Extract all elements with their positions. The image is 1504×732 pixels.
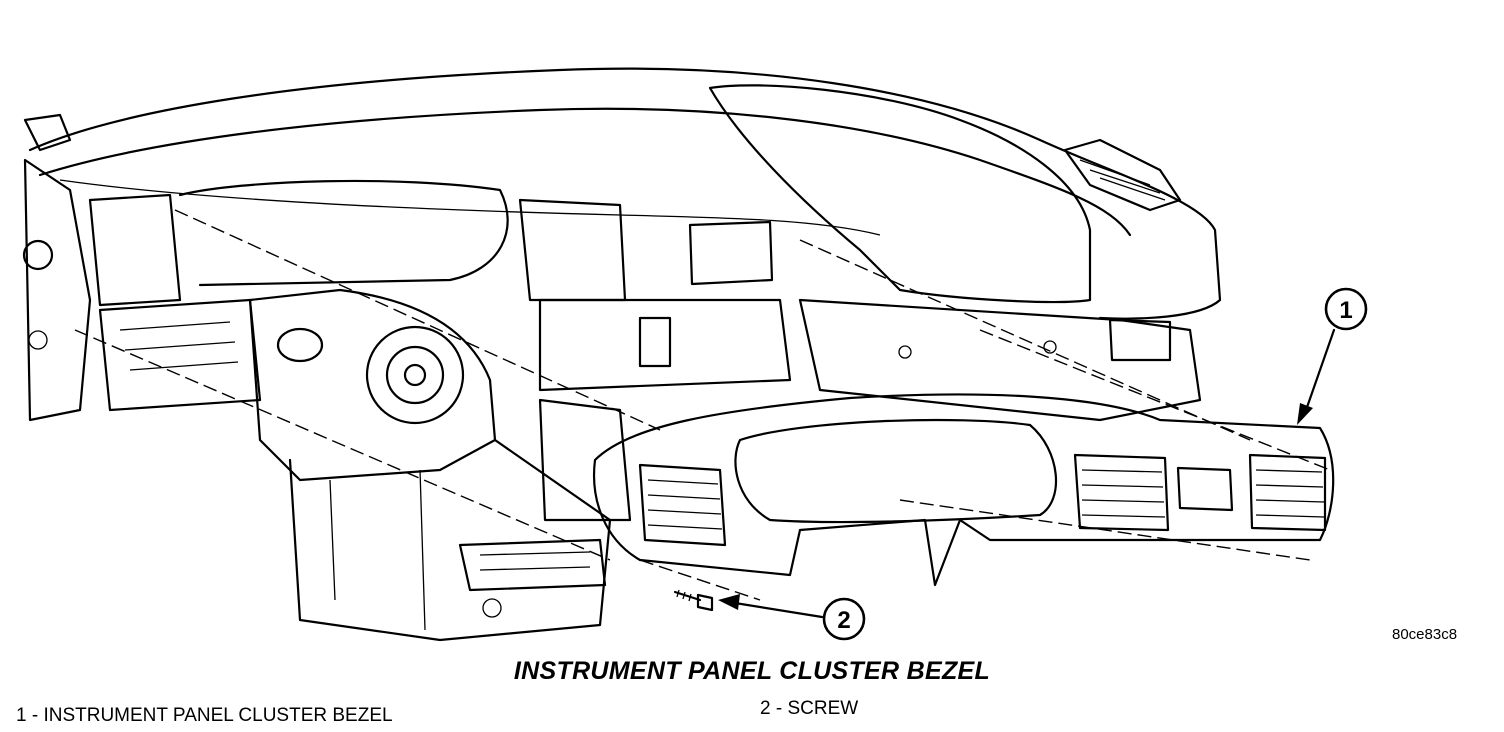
legend-item-screw: 2 - SCREW <box>760 698 859 719</box>
leader-arrow-1 <box>1297 328 1336 425</box>
callout-1: 1 <box>1324 287 1368 331</box>
callout-2-number: 2 <box>837 607 850 634</box>
dashboard-upper-pad <box>28 67 1222 320</box>
callout-1-number: 1 <box>1339 297 1352 324</box>
screw <box>673 589 714 612</box>
cluster-bezel <box>593 393 1335 587</box>
alignment-lines <box>74 209 1331 601</box>
instrument-panel-drawing: 1 2 <box>22 67 1368 642</box>
dashboard-left-structure <box>22 113 509 422</box>
dashboard-center-structure <box>518 198 1202 522</box>
steering-column <box>248 288 612 642</box>
figure-code: 80ce83c8 <box>1392 626 1458 643</box>
callout-2: 2 <box>822 597 866 641</box>
legend-item-bezel: 1 - INSTRUMENT PANEL CLUSTER BEZEL <box>16 705 393 726</box>
leader-arrow-2 <box>718 594 824 619</box>
diagram-title: INSTRUMENT PANEL CLUSTER BEZEL <box>513 657 991 685</box>
